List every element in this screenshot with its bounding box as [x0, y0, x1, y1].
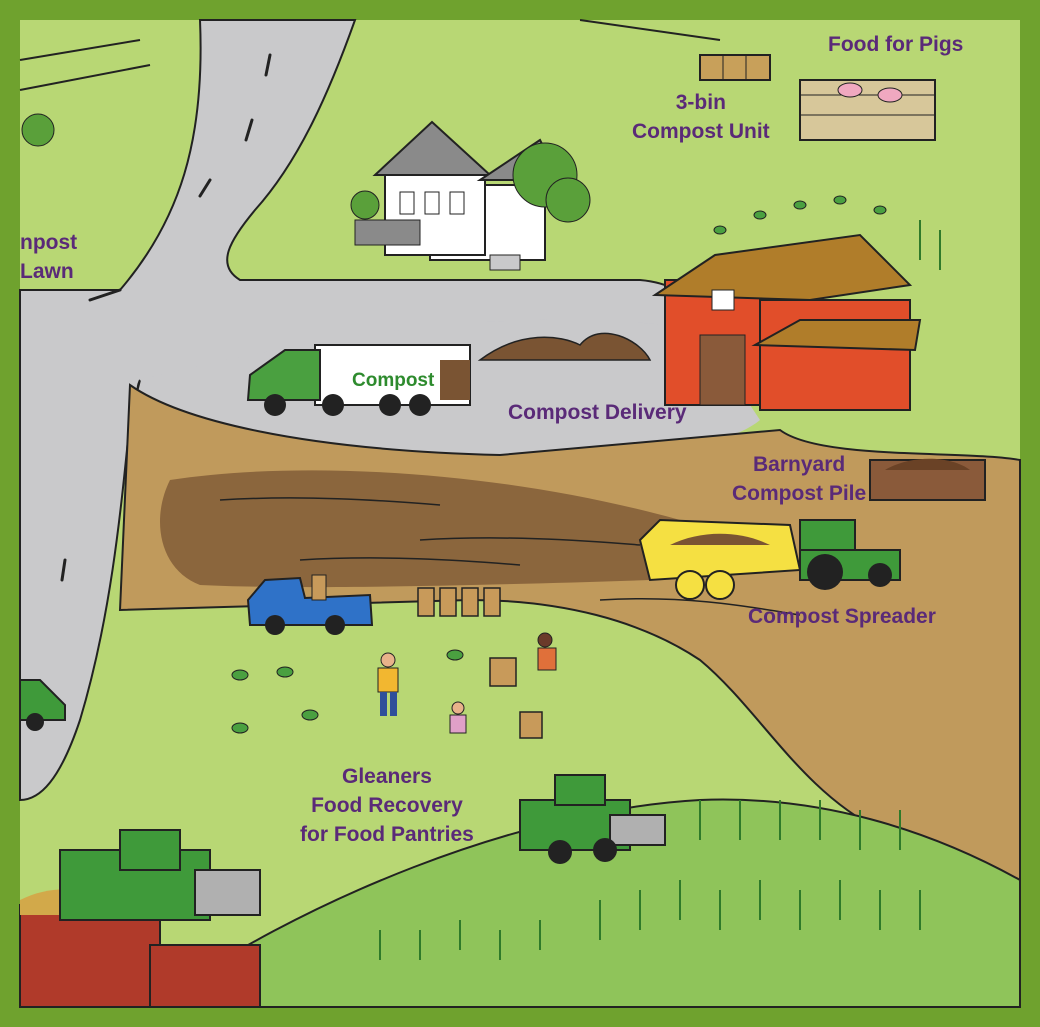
green-tractor — [799, 519, 901, 590]
label-compost-lawn-line1: npost — [20, 231, 78, 254]
furrows — [219, 497, 801, 616]
label-three-bin-line2: Compost Unit — [632, 120, 770, 143]
blue-pickup — [246, 574, 374, 635]
label-gleaners-line1: Gleaners — [341, 765, 432, 788]
produce-bags — [417, 587, 543, 739]
compost-pile — [477, 332, 652, 361]
bottom-combine — [59, 829, 261, 921]
label-barnyard-line2: Compost Pile — [732, 482, 867, 505]
top-left-bush — [21, 113, 55, 147]
label-three-bin-line1: 3-bin — [675, 91, 726, 114]
seedlings — [231, 195, 887, 734]
gleaner-figures — [377, 632, 557, 734]
road-markings — [60, 53, 272, 582]
label-gleaners: Gleaners Food Recovery for Food Pantries — [300, 762, 474, 849]
compost-spreader — [638, 518, 802, 600]
compost-delivery-truck — [246, 344, 471, 416]
label-three-bin-compost-unit: 3-bin Compost Unit — [632, 88, 770, 146]
label-compost-delivery: Compost Delivery — [508, 401, 687, 424]
top-fence — [19, 19, 721, 91]
pig-pen — [799, 79, 936, 141]
label-food-for-pigs: Food for Pigs — [828, 33, 964, 56]
barnyard-compost-bin — [869, 458, 986, 501]
label-barnyard-line1: Barnyard — [752, 453, 846, 476]
crop-hill — [146, 798, 1021, 1008]
label-compost-spreader: Compost Spreader — [748, 605, 936, 628]
green-car — [19, 679, 66, 731]
combine-harvester — [519, 774, 666, 864]
label-gleaners-line2: Food Recovery — [311, 794, 463, 817]
label-gleaners-line3: for Food Pantries — [300, 823, 474, 846]
label-compost-lawn-line2: Lawn — [20, 260, 74, 283]
farmhouse — [350, 120, 591, 271]
crop-rows — [379, 220, 941, 960]
compost-spread — [160, 470, 690, 588]
truck-compost-sign: Compost — [352, 370, 435, 391]
label-compost-lawn: npost Lawn — [20, 228, 77, 286]
label-barnyard-compost-pile: Barnyard Compost Pile — [732, 450, 866, 508]
barn — [651, 233, 922, 411]
three-bin-unit — [699, 54, 771, 81]
